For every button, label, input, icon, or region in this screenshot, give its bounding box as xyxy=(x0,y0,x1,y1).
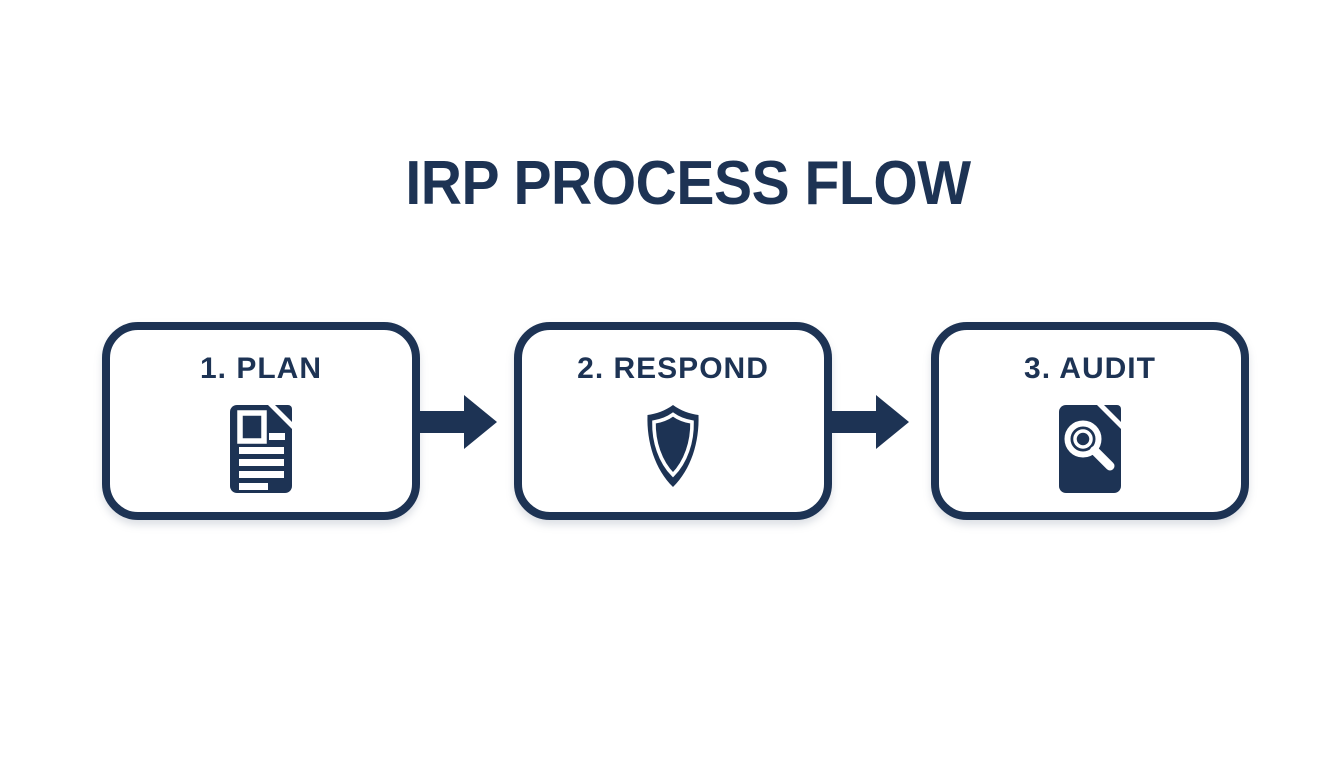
step-box-respond: 2. RESPOND xyxy=(514,322,832,520)
connector-gap xyxy=(418,322,514,520)
document-icon xyxy=(230,405,292,493)
step-label: 3. AUDIT xyxy=(1024,352,1156,385)
arrow-right-icon xyxy=(418,395,497,449)
arrow-right-icon xyxy=(830,395,909,449)
step-label: 1. PLAN xyxy=(199,352,323,385)
shield-icon xyxy=(647,405,699,487)
step-label: 2. RESPOND xyxy=(577,352,769,385)
page-title: IRP PROCESS FLOW xyxy=(405,149,971,218)
process-flow: 1. PLAN 2. RESPOND 3. AUDIT xyxy=(102,322,1249,520)
connector-gap xyxy=(830,322,931,520)
step-box-audit: 3. AUDIT xyxy=(931,322,1249,520)
document-search-icon xyxy=(1059,405,1121,493)
step-box-plan: 1. PLAN xyxy=(102,322,420,520)
